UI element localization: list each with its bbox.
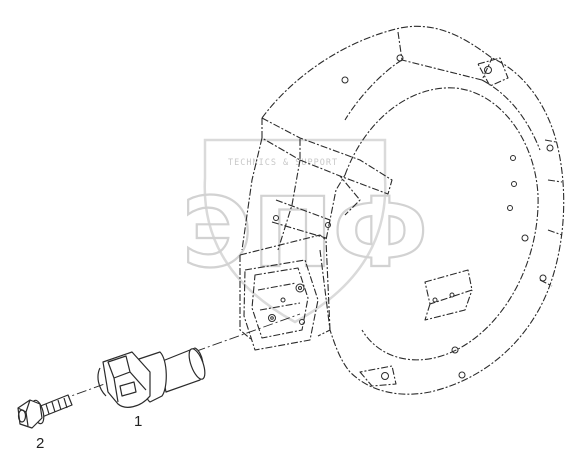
housing-bolt-holes — [268, 54, 554, 380]
watermark-top-text: TECHNICS & SUPPORT — [228, 158, 338, 168]
watermark: TECHNICS & SUPPORT ЭПФ — [181, 138, 429, 324]
callout-label-1: 1 — [134, 413, 143, 430]
bolt-with-washer — [17, 394, 73, 429]
callout-label-2: 2 — [36, 435, 45, 452]
speed-sensor — [97, 347, 206, 408]
flywheel-housing — [239, 25, 565, 395]
watermark-main-text: ЭПФ — [182, 177, 428, 289]
